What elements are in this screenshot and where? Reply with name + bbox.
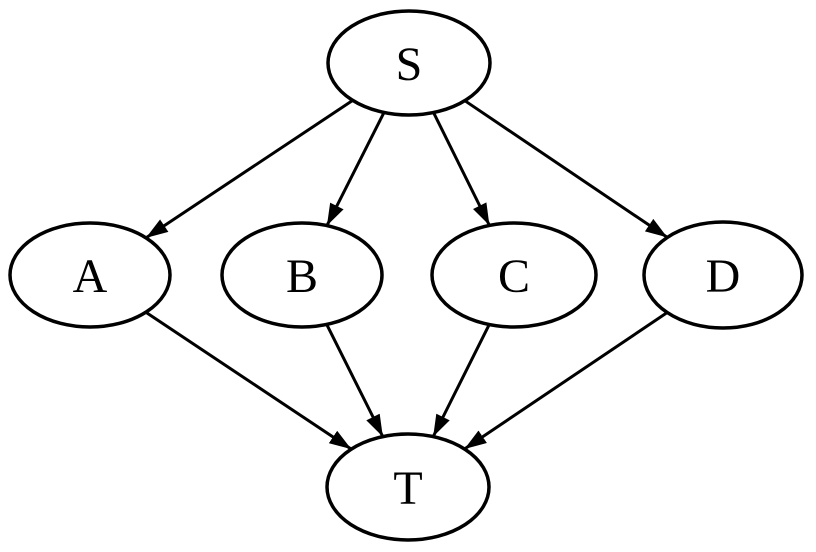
node-D: D	[642, 220, 804, 330]
node-B-shape	[220, 221, 384, 329]
node-S: S	[326, 9, 492, 117]
node-D-shape	[642, 220, 804, 330]
node-S-label: S	[396, 38, 423, 91]
node-B: B	[220, 221, 384, 329]
node-T: T	[325, 432, 491, 542]
edge-A-T	[145, 310, 353, 451]
node-C-label: C	[498, 250, 530, 303]
node-C: C	[430, 221, 598, 329]
edge-D-T	[463, 311, 669, 451]
node-C-shape	[430, 221, 598, 329]
edge-S-D	[463, 99, 669, 239]
edge-S-A	[145, 99, 354, 240]
node-A-shape	[8, 221, 172, 329]
node-A: A	[8, 221, 172, 329]
node-A-label: A	[73, 250, 108, 303]
edge-S-B	[325, 111, 386, 227]
edge-B-T	[325, 323, 385, 438]
node-D-label: D	[706, 250, 741, 303]
node-T-shape	[325, 432, 491, 542]
edge-S-C	[432, 111, 491, 227]
node-B-label: B	[286, 250, 318, 303]
edge-C-T	[431, 323, 491, 438]
node-T-label: T	[393, 462, 422, 515]
node-S-shape	[326, 9, 492, 117]
